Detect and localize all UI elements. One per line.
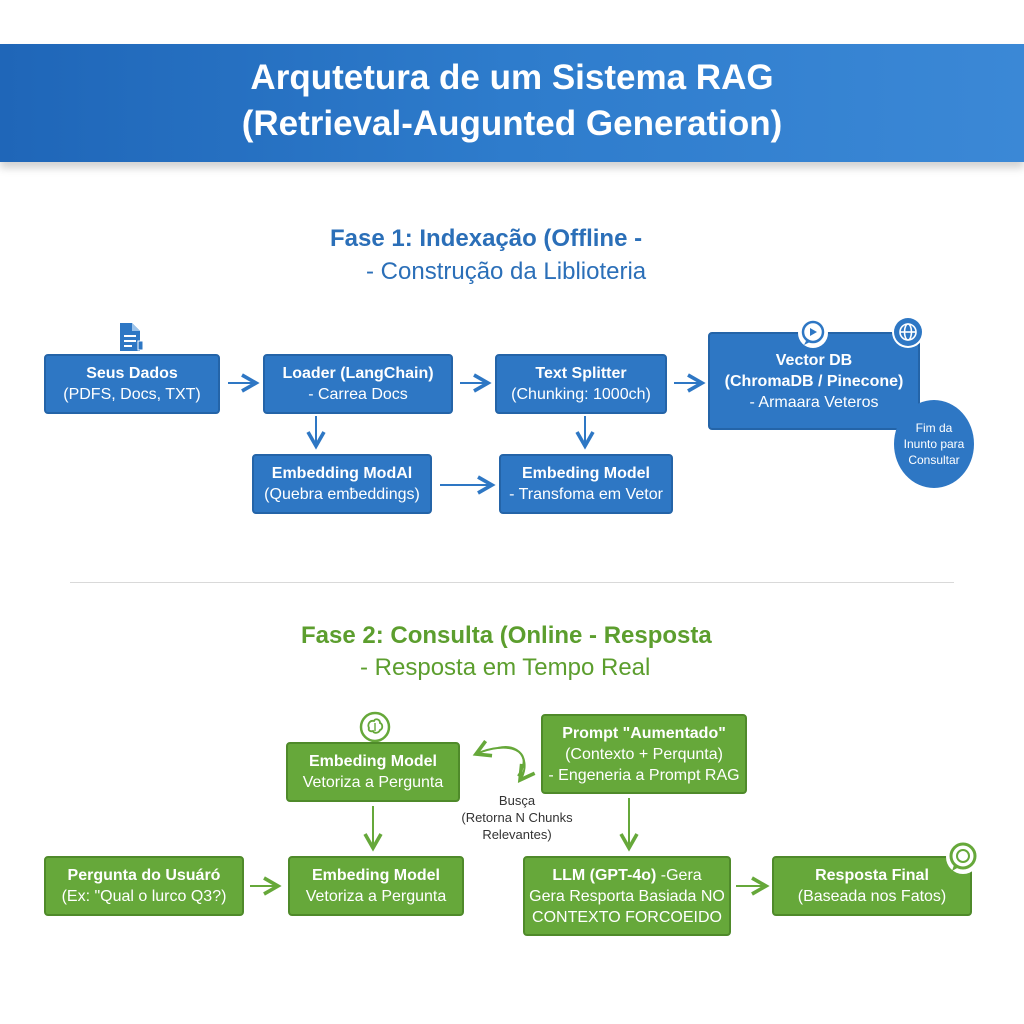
loader-box: Loader (LangChain) - Carrea Docs <box>263 354 453 414</box>
embed-bottom-title: Embeding Model <box>312 867 440 884</box>
vector-db-sub: - Armaara Veteros <box>749 393 879 411</box>
globe-icon <box>892 316 924 348</box>
embedding-left-sub: (Quebra emƀeddings) <box>264 486 420 503</box>
text-splitter-box: Text Splitter (Chunking: 1000ch) <box>495 354 667 414</box>
title-banner: Arqutetura de um Sistema RAG (Retrieval-… <box>0 44 1024 162</box>
llm-title-rest: -Gera <box>660 866 702 884</box>
brain-icon <box>358 710 392 744</box>
embed-top-title: Embeding Model <box>309 753 437 770</box>
embedding-left-title: Embedding ModAl <box>271 465 413 482</box>
embedding-right-sub: - Transfoma em Vetor <box>509 486 663 503</box>
text-splitter-title: Text Splitter <box>535 365 627 382</box>
llm-sub2: CONTEXTO FORCOEIDO <box>532 908 722 926</box>
llm-box: LLM (GPT-4o) -Gera Gera Resporta Basiada… <box>523 856 731 936</box>
embedding-left-box: Embedding ModAl (Quebra emƀeddings) <box>252 454 432 514</box>
seus-dados-box: Seus Dados (PDFS, Docs, TXT) <box>44 354 220 414</box>
arrow-busca-curve <box>472 739 525 777</box>
embedding-right-title: Embeding Model <box>522 465 650 482</box>
busca-line2: (Retorna N Chunks <box>461 810 573 825</box>
fim-circle-line2: Inunto para <box>903 437 965 451</box>
llm-title: LLM (GPT-4o) <box>552 866 657 884</box>
prompt-sub2: - Engeneria a Prompt RAG <box>548 766 740 784</box>
resposta-title: Resposta Final <box>815 867 929 884</box>
prompt-box: Prompt "Aumentado" (Contexto + Perqunta)… <box>541 714 747 794</box>
busca-line3: Relevantes) <box>482 827 552 842</box>
pergunta-box: Pergunta do Usuáró (Ex: "Qual o lurco Q3… <box>44 856 244 916</box>
embedding-right-box: Embeding Model - Transfoma em Vetor <box>499 454 673 514</box>
loader-title: Loader (LangChain) <box>282 365 434 382</box>
phase2-heading-text: Fase 2: Consulta (Online - Resposta <box>301 622 712 649</box>
llm-sub: Gera Resporta Basiada NO <box>529 887 725 905</box>
chat-bubble-icon <box>946 840 980 874</box>
arrow-busca-curve-2 <box>497 746 536 783</box>
title-line-1: Arqutetura de um Sistema RAG <box>250 58 774 97</box>
embed-top-sub: Vetoriza a Pergunta <box>302 774 444 791</box>
seus-dados-sub: (PDFS, Docs, TXT) <box>63 386 201 403</box>
loader-sub: - Carrea Docs <box>308 386 408 403</box>
busca-label: Busça (Retorna N Chunks Relevantes) <box>452 792 582 843</box>
embed-bottom-sub: Vetoriza a Pergunta <box>305 888 447 905</box>
fim-circle-line1: Fim da <box>915 421 953 435</box>
resposta-sub: (Baseada nos Fatos) <box>797 888 947 905</box>
chat-play-icon <box>798 318 828 348</box>
phase-divider <box>70 582 954 583</box>
title-line-2: (Retrieval-Augunted Generation) <box>241 104 783 143</box>
pergunta-sub: (Ex: "Qual o lurco Q3?) <box>61 888 227 905</box>
seus-dados-title: Seus Dados <box>86 365 178 382</box>
phase2-heading: Fase 2: Consulta (Online - Resposta <box>301 622 712 650</box>
prompt-sub: (Contexto + Perqunta) <box>565 745 723 763</box>
phase1-heading-text: Fase 1: Indexação (Offline - <box>330 225 643 252</box>
vector-db-title: Vector DB <box>775 351 853 369</box>
phase1-heading: Fase 1: Indexação (Offline - <box>330 225 642 253</box>
embed-top-box: Embeding Model Vetoriza a Pergunta <box>286 742 460 802</box>
text-splitter-sub: (Chunking: 1000ch) <box>511 386 651 403</box>
vector-db-title2: (ChromaDB / Pinecone) <box>724 372 904 390</box>
prompt-title: Prompt "Aumentado" <box>562 724 726 742</box>
embed-bottom-box: Embeding Model Vetoriza a Pergunta <box>288 856 464 916</box>
phase1-subheading: - Construção da Liblioteria <box>366 258 647 285</box>
pergunta-title: Pergunta do Usuáró <box>67 867 221 884</box>
document-icon <box>113 320 147 354</box>
phase2-subheading: - Resposta em Tempo Real <box>360 654 651 681</box>
llm-title-row: LLM (GPT-4o) -Gera <box>552 865 701 886</box>
resposta-box: Resposta Final (Baseada nos Fatos) <box>772 856 972 916</box>
fim-circle-line3: Consultar <box>908 453 960 467</box>
busca-line1: Busça <box>498 793 536 808</box>
fim-circle: Fim da Inunto para Consultar <box>894 400 974 488</box>
